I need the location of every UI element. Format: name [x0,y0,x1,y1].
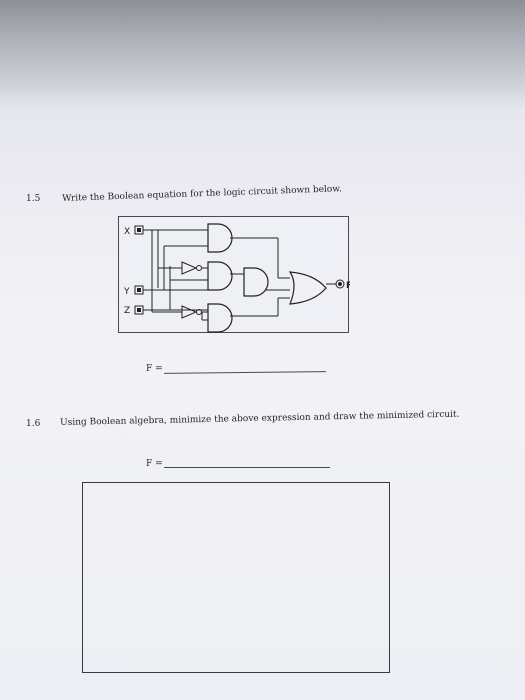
input-x-label: X [124,227,130,237]
and-gate-1 [207,223,233,253]
or-gate [288,271,327,305]
output-f-indicator [335,279,345,289]
input-y-dot [137,288,141,292]
input-z-label: Z [124,306,130,316]
and-gate-4 [207,303,233,333]
output-f-dot [338,282,342,286]
output-f-label: F [346,281,350,291]
q15-f-label: F = [146,364,163,374]
q16-answer-line [164,467,330,468]
question-1-6-number: 1.6 [26,419,41,429]
input-y-label: Y [123,287,130,297]
and-gate-3 [243,267,269,297]
circuit-drawing-box [82,482,390,673]
not-gate-1-bubble [196,265,202,271]
q16-f-label: F = [146,459,163,469]
and-gate-2 [207,261,233,291]
logic-circuit-diagram: X Y Z [118,216,350,333]
not-gate-2 [181,305,198,319]
not-gate-2-bubble [196,309,202,315]
input-x-dot [137,228,141,232]
page-shadow [0,0,525,110]
not-gate-1 [181,261,198,275]
question-1-5-number: 1.5 [26,194,41,204]
input-z-dot [137,308,141,312]
